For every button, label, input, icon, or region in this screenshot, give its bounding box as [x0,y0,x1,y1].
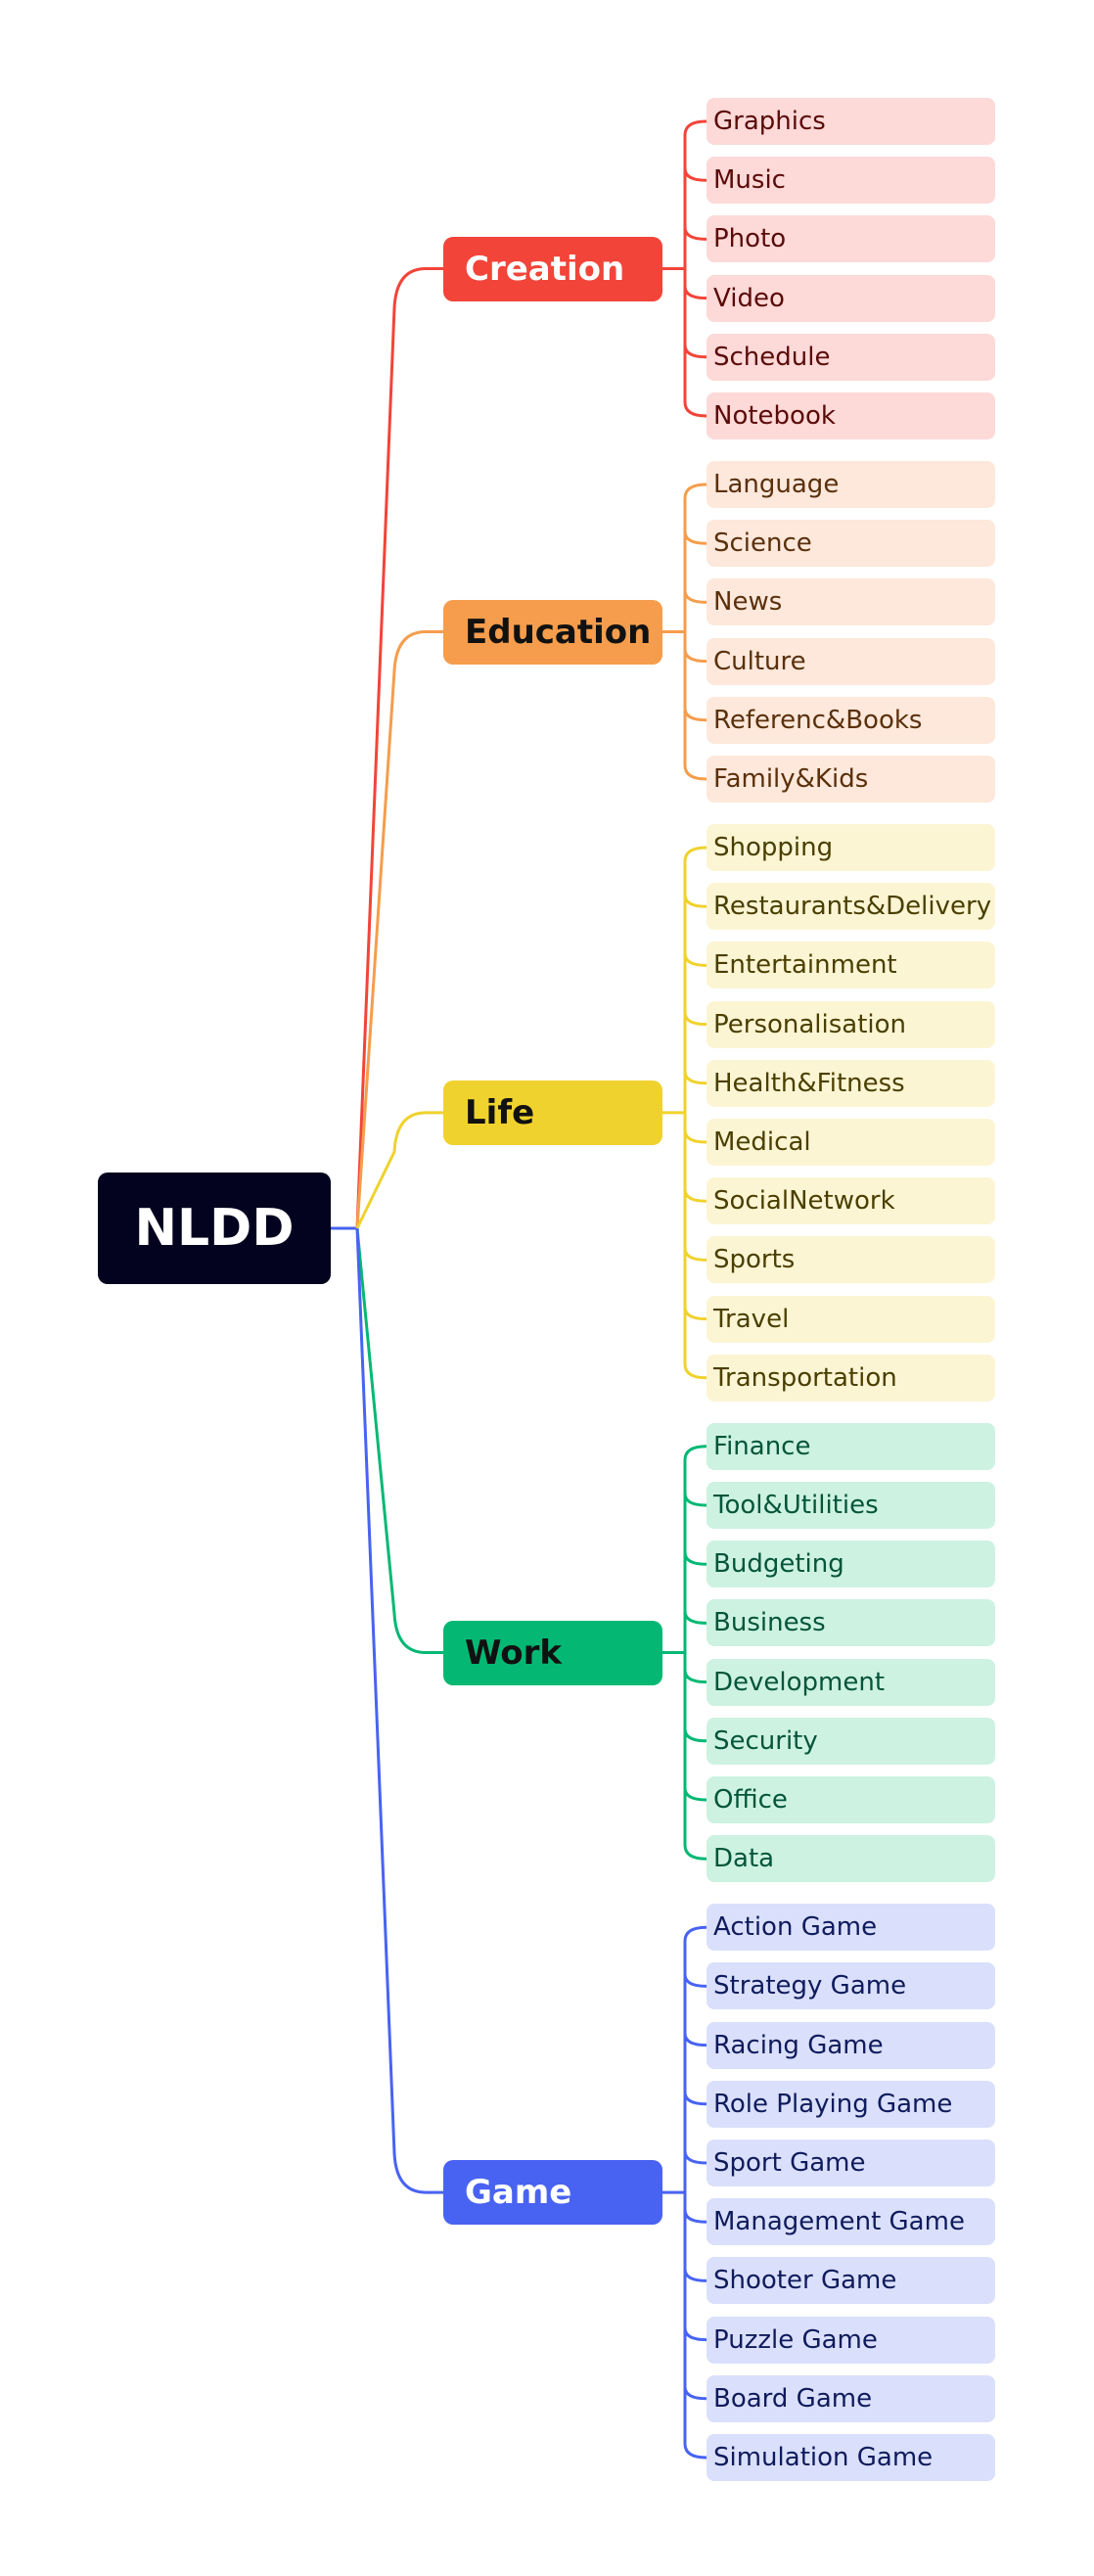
leaf-bracket-game [683,1925,707,2460]
leaf-connector [683,1248,707,1262]
leaf-node[interactable]: Video [707,274,995,322]
leaf-connector [683,953,707,967]
leaf-bracket-education [683,483,707,781]
leaf-node[interactable]: Culture [707,637,995,685]
leaf-node[interactable]: Strategy Game [707,1962,995,2010]
leaf-node[interactable]: Health&Fitness [707,1059,995,1107]
leaf-connector [683,168,707,182]
leaf-node[interactable]: News [707,578,995,626]
root-node[interactable]: NLDD [98,1173,331,1284]
branch-connector-life [355,1111,443,1229]
leaf-node[interactable]: Business [707,1599,995,1647]
leaf-node[interactable]: Office [707,1776,995,1823]
leaf-node[interactable]: Puzzle Game [707,2316,995,2364]
leaf-node[interactable]: Role Playing Game [707,2080,995,2128]
leaf-node[interactable]: Graphics [707,98,995,145]
leaf-node[interactable]: Tool&Utilities [707,1482,995,1529]
leaf-connector [683,2033,707,2047]
leaf-node[interactable]: Personalisation [707,1000,995,1048]
leaf-connector [683,345,707,359]
leaf-node[interactable]: Schedule [707,333,995,381]
branch-connector-creation [355,267,443,1229]
leaf-connector [683,1493,707,1507]
leaf-node[interactable]: Board Game [707,2374,995,2422]
leaf-node[interactable]: Management Game [707,2198,995,2246]
leaf-connector [683,1071,707,1085]
leaf-node[interactable]: Sports [707,1236,995,1284]
leaf-node[interactable]: Science [707,520,995,568]
leaf-node[interactable]: Sport Game [707,2139,995,2186]
branch-connector-education [355,630,443,1229]
branch-node-game[interactable]: Game [443,2160,662,2226]
leaf-connector [683,1611,707,1625]
leaf-connector [683,1129,707,1144]
branch-node-work[interactable]: Work [443,1620,662,1685]
leaf-connector [683,1670,707,1684]
leaf-connector [683,2150,707,2165]
leaf-node[interactable]: Budgeting [707,1541,995,1588]
leaf-connector [683,649,707,664]
leaf-connector [683,1787,707,1802]
leaf-connector [683,227,707,241]
leaf-node[interactable]: Shooter Game [707,2257,995,2305]
leaf-connector [683,708,707,722]
leaf-node[interactable]: Language [707,461,995,508]
leaf-connector [683,590,707,604]
leaf-connector [683,2386,707,2401]
leaf-connector [683,1552,707,1566]
branch-connector-game [355,1227,443,2194]
leaf-node[interactable]: Medical [707,1119,995,1166]
leaf-connector [683,1728,707,1743]
leaf-node[interactable]: Security [707,1717,995,1765]
leaf-bracket-creation [683,119,707,418]
leaf-node[interactable]: SocialNetwork [707,1177,995,1225]
leaf-node[interactable]: Transportation [707,1354,995,1402]
leaf-connector [683,1012,707,1027]
branch-connector-work [355,1227,443,1654]
leaf-node[interactable]: Simulation Game [707,2434,995,2481]
branch-node-life[interactable]: Life [443,1080,662,1145]
leaf-node[interactable]: Action Game [707,1904,995,1952]
leaf-node[interactable]: Travel [707,1295,995,1343]
leaf-node[interactable]: Development [707,1658,995,1706]
leaf-connector [683,2092,707,2106]
leaf-node[interactable]: Shopping [707,824,995,871]
leaf-connector [683,2210,707,2224]
leaf-connector [683,2327,707,2342]
leaf-node[interactable]: Photo [707,215,995,263]
leaf-node[interactable]: Family&Kids [707,756,995,803]
leaf-node[interactable]: Finance [707,1422,995,1470]
leaf-connector [683,1307,707,1321]
branch-node-creation[interactable]: Creation [443,236,662,301]
leaf-connector [683,895,707,908]
leaf-connector [683,1974,707,1988]
leaf-connector [683,531,707,545]
branch-node-education[interactable]: Education [443,599,662,665]
leaf-node[interactable]: Music [707,157,995,205]
leaf-bracket-life [683,846,707,1380]
leaf-connector [683,1189,707,1203]
leaf-connector [683,286,707,300]
leaf-node[interactable]: Data [707,1835,995,1883]
leaf-node[interactable]: Notebook [707,392,995,439]
leaf-connector [683,2269,707,2282]
leaf-node[interactable]: Restaurants&Delivery [707,883,995,931]
leaf-node[interactable]: Racing Game [707,2021,995,2069]
leaf-node[interactable]: Entertainment [707,942,995,989]
leaf-node[interactable]: Referenc&Books [707,696,995,744]
leaf-bracket-work [683,1445,707,1861]
